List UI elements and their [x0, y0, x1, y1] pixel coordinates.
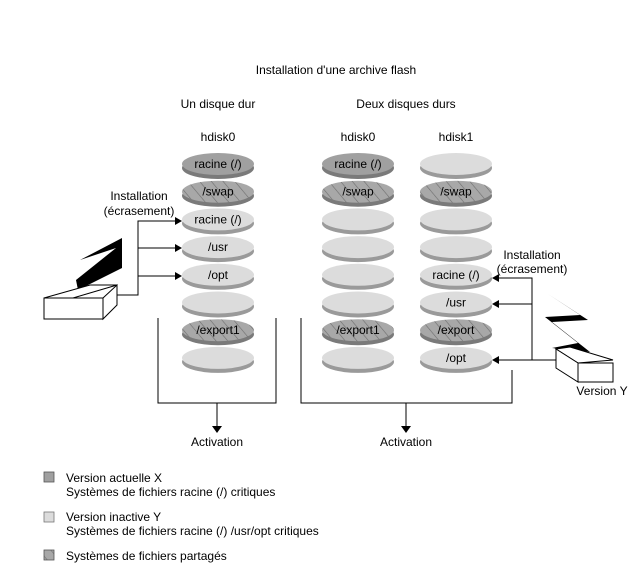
legend-swatch-inactive	[43, 511, 55, 523]
disk-slice: racine (/)	[420, 263, 492, 290]
install-label-sub: (écrasement)	[104, 204, 175, 218]
disk-slice	[420, 236, 492, 263]
legend-label: Systèmes de fichiers partagés	[66, 549, 227, 563]
install-label: Installation	[110, 189, 167, 203]
disk-stack-hdisk0: racine (/) /swap/export1	[322, 153, 394, 373]
disk-stacks: racine (/) /swap racine (/) /usr/opt/export…	[182, 153, 492, 373]
arrowheads-right	[492, 274, 499, 364]
source-label: Version Y	[576, 384, 627, 398]
section-heading-one-disk: Un disque dur	[181, 97, 256, 111]
disk-slice: /usr	[182, 236, 254, 263]
disk-slice: /swap	[420, 180, 492, 207]
slice-label: /usr	[208, 240, 228, 254]
disk-stack-hdisk1: /swap racine (/) /usr/export/opt	[420, 153, 492, 373]
legend-label: Systèmes de fichiers racine (/) critique…	[66, 485, 275, 499]
activation-label: Activation	[191, 435, 243, 449]
disk-slice	[322, 346, 394, 373]
activation-label: Activation	[380, 435, 432, 449]
disk-slice: racine (/)	[322, 153, 394, 179]
slice-label: racine (/)	[194, 157, 241, 171]
legend-label: Version actuelle X	[66, 471, 162, 485]
slice-label: /swap	[342, 185, 374, 199]
disk-slice	[420, 153, 492, 179]
box-front	[577, 362, 614, 383]
section-heading-two-disks: Deux disques durs	[356, 97, 455, 111]
box-front	[43, 297, 104, 320]
box-side	[555, 348, 579, 383]
legend-swatch-shared	[43, 549, 55, 561]
install-arrows-right	[496, 277, 556, 361]
disk-slice	[182, 291, 254, 318]
disk-slice: /swap	[182, 180, 254, 207]
slice-label: /opt	[208, 268, 229, 282]
slice-label: /export1	[196, 323, 240, 337]
diagram-title: Installation d'une archive flash	[256, 63, 416, 77]
arrowheads-left	[175, 217, 182, 280]
install-arrows-left	[117, 220, 178, 296]
legend-swatch-current	[43, 471, 55, 483]
disk-slice: /export1	[322, 319, 394, 346]
disk-slice: /opt	[420, 346, 492, 373]
install-source-right	[545, 294, 614, 383]
legend: Version actuelle X Systèmes de fichiers …	[43, 471, 319, 563]
disk-slice: /usr	[420, 291, 492, 318]
slice-label: racine (/)	[194, 212, 241, 226]
slice-label: /swap	[202, 185, 234, 199]
disk-name: hdisk0	[341, 130, 376, 144]
slice-label: /swap	[440, 185, 472, 199]
install-source-left	[43, 238, 122, 321]
slice-label: racine (/)	[334, 157, 381, 171]
disk-slice	[420, 208, 492, 235]
disk-slice: racine (/)	[182, 208, 254, 235]
disk-stack-hdisk0: racine (/) /swap racine (/) /usr/opt/export…	[182, 153, 254, 373]
disk-slice	[322, 291, 394, 318]
slice-label: /opt	[446, 351, 467, 365]
disk-slice: /swap	[322, 180, 394, 207]
disk-slice	[322, 236, 394, 263]
legend-label: Systèmes de fichiers racine (/) /usr/opt…	[66, 524, 319, 538]
slice-label: /usr	[446, 296, 466, 310]
disk-slice: racine (/)	[182, 153, 254, 179]
install-label: Installation	[503, 248, 560, 262]
lightning-icon	[76, 238, 122, 290]
activation-brackets	[157, 318, 513, 428]
legend-label: Version inactive Y	[66, 510, 161, 524]
slice-label: /export	[438, 323, 475, 337]
disk-slice: /export	[420, 319, 492, 346]
install-label-sub: (écrasement)	[497, 262, 568, 276]
box-side	[102, 283, 118, 321]
lightning-icon	[545, 294, 590, 352]
activation-arrowheads	[212, 426, 411, 433]
disk-slice: /opt	[182, 263, 254, 290]
slice-label: racine (/)	[432, 268, 479, 282]
disk-slice: /export1	[182, 319, 254, 346]
disk-slice	[322, 208, 394, 235]
disk-name: hdisk0	[201, 130, 236, 144]
disk-name: hdisk1	[439, 130, 474, 144]
disk-slice	[322, 263, 394, 290]
slice-label: /export1	[336, 323, 380, 337]
disk-slice	[182, 346, 254, 373]
